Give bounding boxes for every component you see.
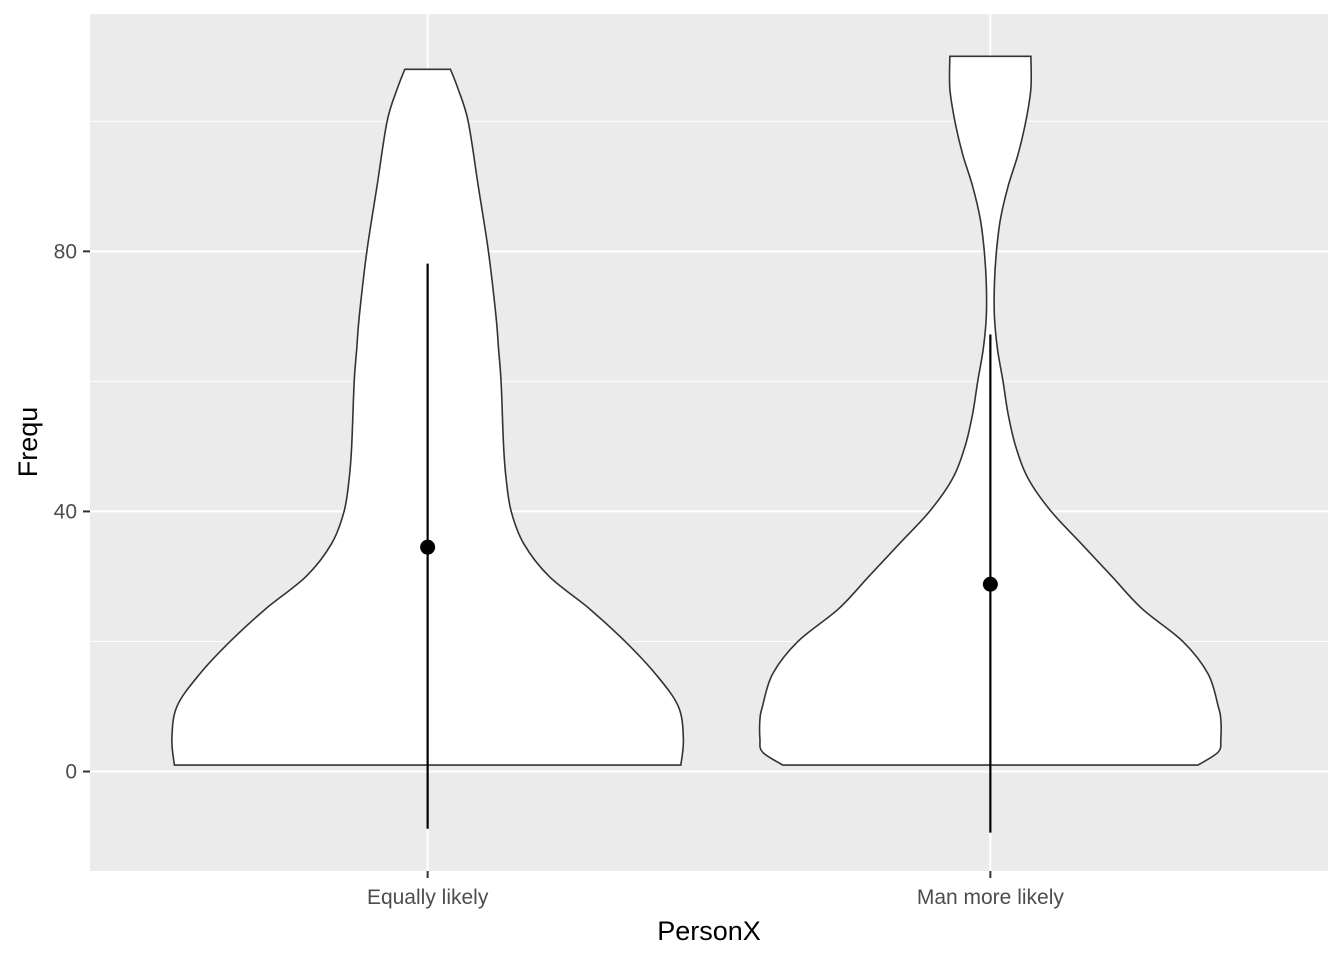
- mean-point: [982, 576, 998, 592]
- mean-points: [420, 539, 998, 592]
- y-tick-label: 0: [65, 761, 77, 784]
- y-tick-label: 80: [54, 240, 77, 263]
- mean-point: [420, 539, 436, 555]
- x-axis-title: PersonX: [657, 916, 761, 946]
- y-tick-label: 40: [54, 500, 77, 523]
- x-axis: Equally likely Man more likely: [367, 871, 1064, 909]
- x-tick-label: Man more likely: [917, 886, 1065, 909]
- y-axis: 0 40 80: [54, 240, 90, 784]
- x-tick-label: Equally likely: [367, 886, 489, 909]
- y-axis-title: Frequ: [13, 407, 43, 478]
